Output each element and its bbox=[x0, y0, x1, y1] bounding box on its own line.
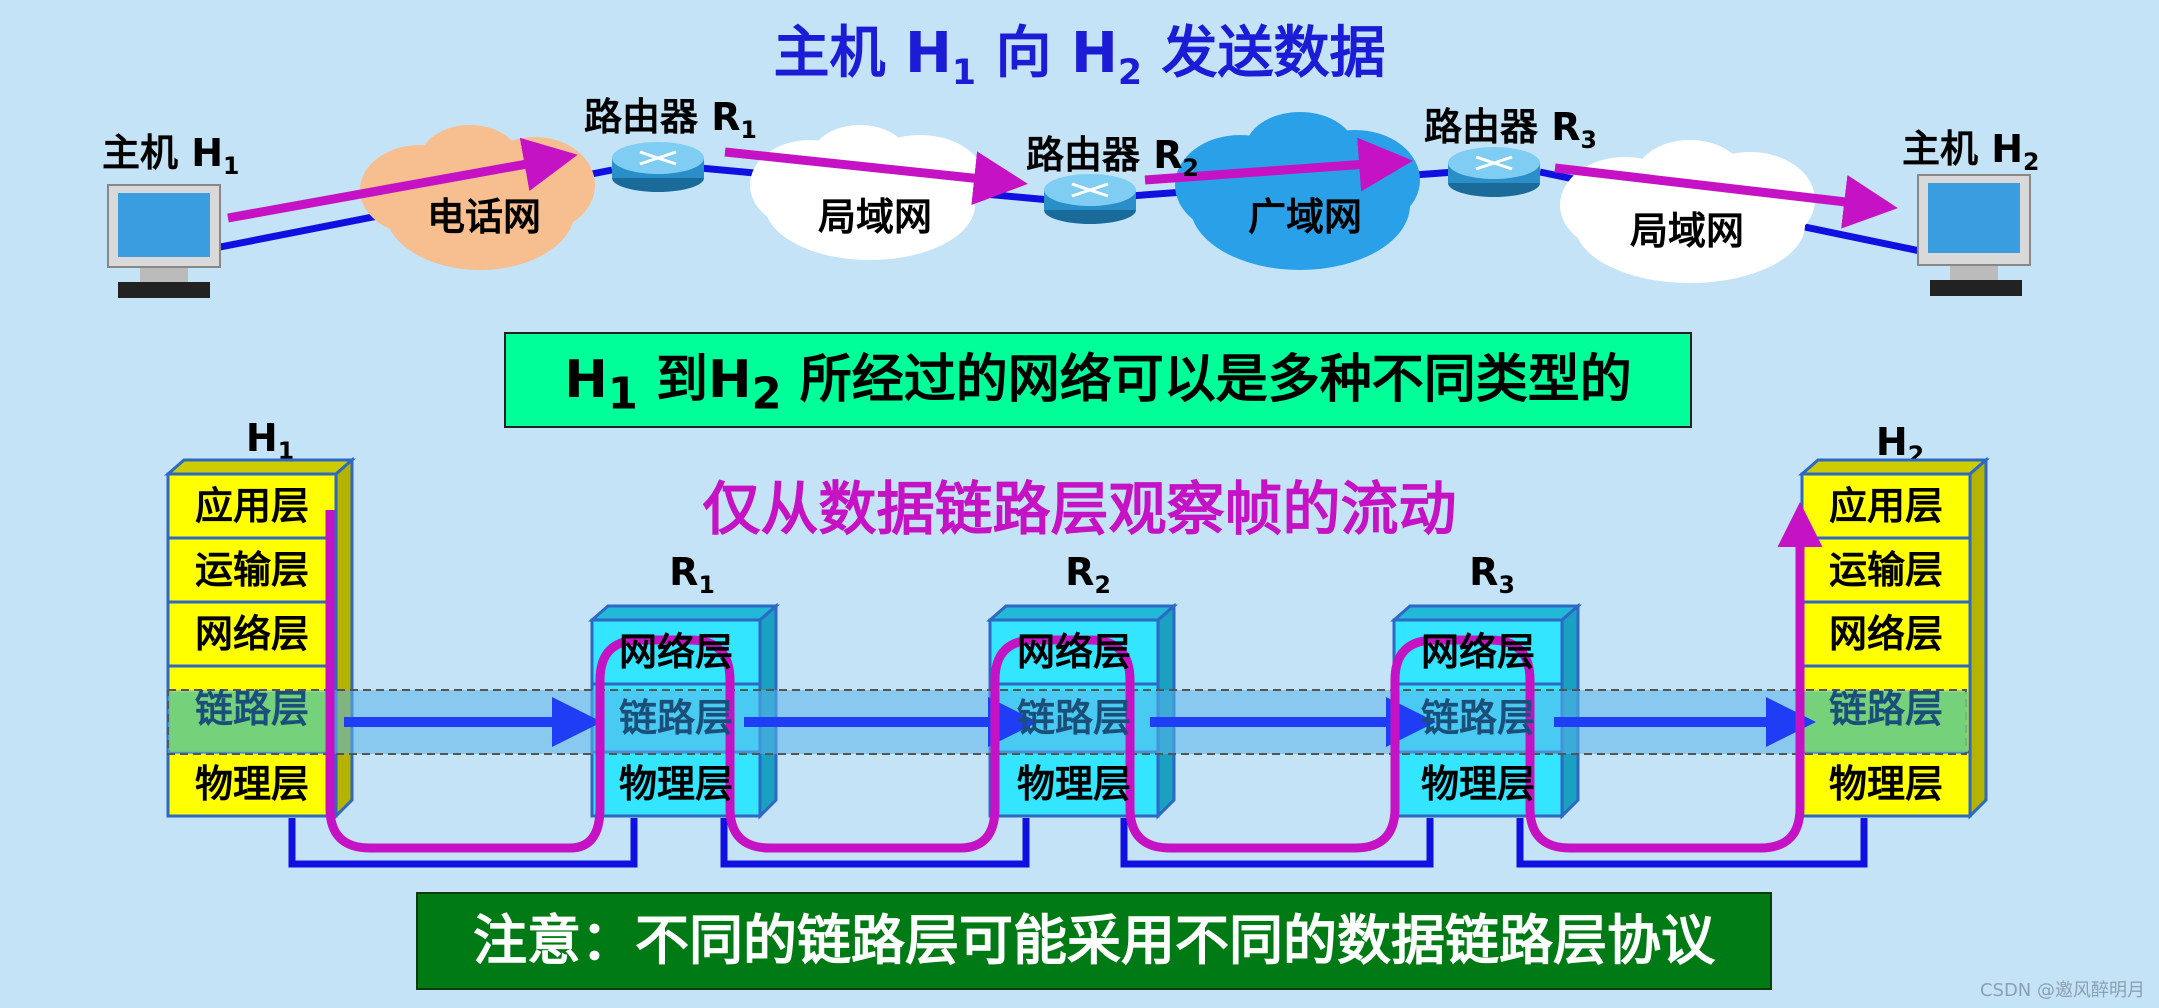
h1-link-highlight bbox=[170, 692, 334, 752]
layer-label: 链路层 bbox=[194, 687, 309, 731]
cloud-label: 局域网 bbox=[1630, 209, 1745, 253]
data-flow-arrows bbox=[227, 137, 1898, 229]
layer-label: 网络层 bbox=[1420, 630, 1535, 674]
cloud-label: 局域网 bbox=[818, 195, 933, 239]
layer-label: 应用层 bbox=[1828, 484, 1943, 528]
layer-label: 网络层 bbox=[194, 612, 309, 656]
stack-h2-layers: 应用层 运输层 网络层 链路层 物理层 bbox=[1802, 474, 1970, 816]
watermark: CSDN @邀风醉明月 bbox=[1979, 980, 2145, 1001]
cloud-lan-1 bbox=[750, 125, 985, 260]
host2-label: 主机 H2 bbox=[1902, 127, 2040, 177]
stack-r2-layers: 网络层 链路层 物理层 bbox=[990, 620, 1158, 816]
layer-label: 物理层 bbox=[1016, 762, 1131, 806]
layer-label: 物理层 bbox=[1420, 762, 1535, 806]
router1-label: 路由器 R1 bbox=[584, 95, 757, 145]
router-icon bbox=[1044, 174, 1136, 224]
stack-title-r1: R1 bbox=[669, 550, 715, 600]
stack-r3-layers: 网络层 链路层 物理层 bbox=[1394, 620, 1562, 816]
h2-link-highlight bbox=[1804, 692, 1968, 752]
stack-r1-layers: 网络层 链路层 物理层 bbox=[592, 620, 760, 816]
host1-label: 主机 H1 bbox=[102, 131, 240, 181]
layer-label: 网络层 bbox=[1016, 630, 1131, 674]
layer-label: 链路层 bbox=[618, 696, 733, 740]
cloud-lan-2 bbox=[1560, 140, 1815, 283]
layer-label: 物理层 bbox=[194, 762, 309, 806]
cloud-label: 电话网 bbox=[427, 195, 542, 239]
stack-title-r2: R2 bbox=[1065, 550, 1111, 600]
physical-links bbox=[288, 818, 1868, 868]
note-banner: 注意：不同的链路层可能采用不同的数据链路层协议 bbox=[416, 892, 1772, 990]
layer-label: 物理层 bbox=[1828, 762, 1943, 806]
layer-label: 运输层 bbox=[1828, 548, 1943, 592]
layer-label: 链路层 bbox=[1828, 687, 1943, 731]
stack-h1-layers: 应用层 运输层 网络层 链路层 物理层 bbox=[168, 474, 336, 816]
networks-banner: H1 到H2 所经过的网络可以是多种不同类型的 bbox=[504, 332, 1692, 428]
computer-icon bbox=[1917, 174, 2031, 296]
router2-label: 路由器 R2 bbox=[1026, 133, 1199, 183]
router-icon bbox=[612, 142, 704, 192]
layer-label: 运输层 bbox=[194, 548, 309, 592]
network-topology bbox=[107, 112, 2031, 298]
layer-label: 网络层 bbox=[1828, 612, 1943, 656]
computer-icon bbox=[107, 184, 221, 298]
layer-label: 物理层 bbox=[618, 762, 733, 806]
router-icon bbox=[1448, 147, 1540, 197]
stack-h2 bbox=[1798, 456, 1990, 820]
layer-label: 网络层 bbox=[618, 630, 733, 674]
section-subtitle: 仅从数据链路层观察帧的流动 bbox=[702, 475, 1457, 543]
stack-title-r3: R3 bbox=[1469, 550, 1515, 600]
layer-label: 链路层 bbox=[1016, 696, 1131, 740]
router3-label: 路由器 R3 bbox=[1424, 105, 1597, 155]
layer-label: 链路层 bbox=[1420, 696, 1535, 740]
page-title: 主机 H1 向 H2 发送数据 bbox=[773, 21, 1386, 94]
layer-label: 应用层 bbox=[194, 484, 309, 528]
data-path-line bbox=[325, 502, 1823, 853]
cloud-label: 广域网 bbox=[1248, 195, 1363, 239]
stack-title-h1: H1 bbox=[245, 416, 295, 466]
